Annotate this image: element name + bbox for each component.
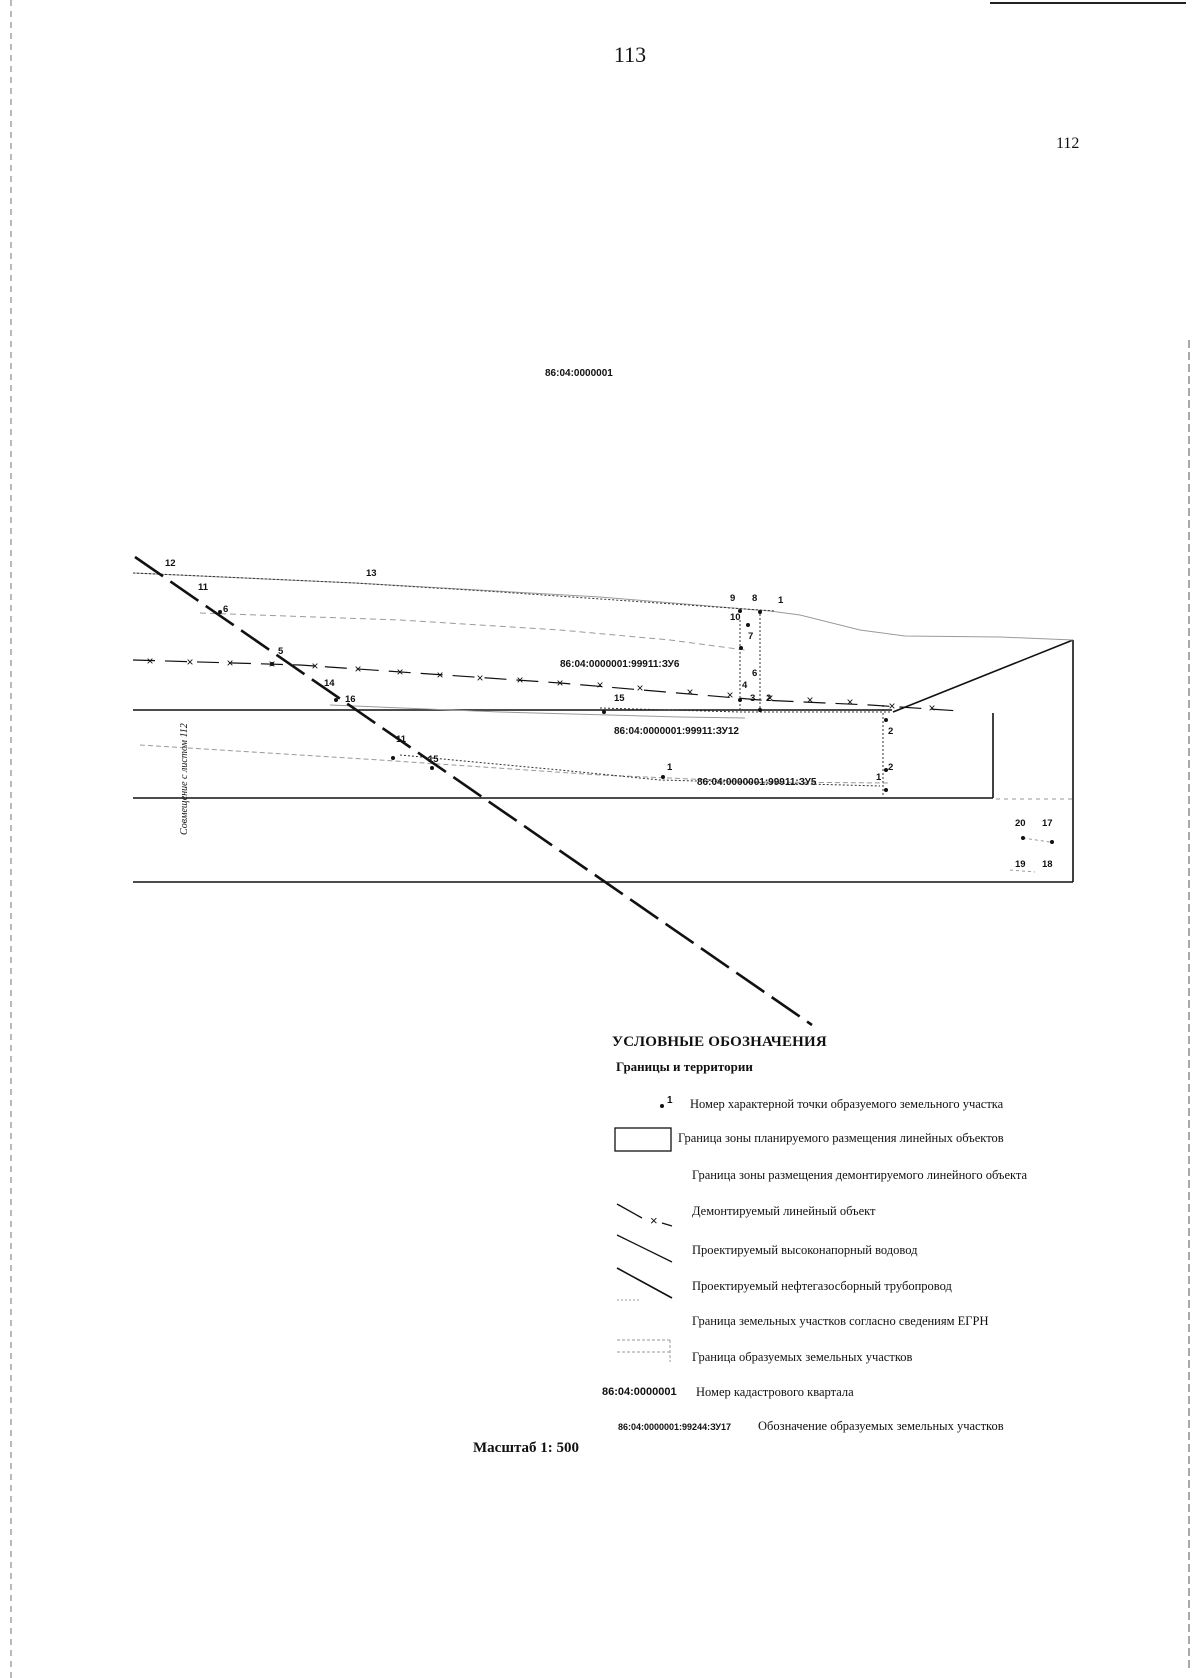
point-label: 3 [750, 693, 755, 704]
legend-item-planned-zone: Граница зоны планируемого размещения лин… [678, 1131, 1004, 1145]
svg-text:×: × [226, 656, 233, 670]
svg-text:×: × [146, 654, 153, 668]
point-label: 20 [1015, 818, 1026, 829]
legend-item-formed-boundary: Граница образуемых земельных участков [692, 1350, 913, 1364]
point-label: 6 [752, 668, 757, 679]
cadastral-quarter-label: 86:04:0000001 [545, 368, 613, 379]
egrn-parcel-boundaries [132, 572, 1074, 873]
point-label: 1 [876, 772, 882, 783]
legend-point-sample: 1 [667, 1095, 673, 1106]
point-label: 15 [428, 754, 439, 765]
parcel-label-zu5: 86:04:0000001:99911:ЗУ5 [697, 777, 817, 788]
svg-text:×: × [516, 673, 523, 687]
sheet-reference: 112 [1056, 135, 1080, 152]
point-label: 2 [888, 726, 893, 737]
svg-text:×: × [596, 678, 603, 692]
svg-text:×: × [476, 671, 483, 685]
point-label: 19 [1015, 859, 1026, 870]
legend-item-dismantled-object: Демонтируемый линейный объект [692, 1204, 876, 1218]
legend-item-egrn-boundary: Граница земельных участков согласно свед… [692, 1314, 989, 1328]
point-number-labels: 12 11 6 13 5 14 16 11 15 9 8 1 10 7 6 4 … [165, 558, 1053, 870]
legend-subtitle: Границы и территории [616, 1059, 753, 1074]
dismantled-linear-object: ××× ××× ××× ××× ××× ××× ×× [132, 654, 961, 715]
point-label: 6 [223, 604, 228, 615]
map-scale: Масштаб 1: 500 [473, 1440, 580, 1456]
point-label: 1 [667, 762, 673, 773]
parcel-label-zu6: 86:04:0000001:99911:ЗУ6 [560, 659, 680, 670]
legend-item-parcel-designation: Обозначение образуемых земельных участко… [758, 1419, 1004, 1433]
svg-text:×: × [686, 685, 693, 699]
point-label: 18 [1042, 859, 1053, 870]
svg-text:×: × [636, 681, 643, 695]
point-label: 8 [752, 593, 757, 604]
planned-zone-boundary [133, 639, 1074, 883]
point-label: 11 [198, 582, 209, 593]
point-label: 14 [324, 678, 335, 689]
point-label: 10 [730, 612, 741, 623]
planned-oil-gas-pipeline [134, 555, 813, 1027]
point-label: 11 [396, 734, 407, 745]
point-label: 4 [742, 680, 748, 691]
legend-parcel-code: 86:04:0000001:99244:ЗУ17 [618, 1422, 731, 1432]
point-label: 12 [165, 558, 176, 569]
svg-text:×: × [806, 693, 813, 707]
scan-edge-right [1188, 340, 1190, 1670]
point-label: 9 [730, 593, 735, 604]
svg-text:×: × [650, 1213, 658, 1228]
top-rule [990, 2, 1186, 4]
parcel-label-zu12: 86:04:0000001:99911:ЗУ12 [614, 726, 739, 737]
point-label: 1 [778, 595, 784, 606]
point-markers [218, 609, 1054, 844]
point-label: 17 [1042, 818, 1053, 829]
cadastral-map: ××× ××× ××× ××× ××× ××× ×× 12 11 6 13 5 … [132, 368, 1074, 1362]
svg-text:×: × [186, 655, 193, 669]
svg-text:×: × [436, 668, 443, 682]
svg-text:×: × [396, 665, 403, 679]
legend-item-characteristic-point: Номер характерной точки образуемого земе… [690, 1097, 1004, 1111]
svg-text:×: × [354, 662, 361, 676]
point-label: 2 [766, 693, 771, 704]
legend-item-quarter-number: Номер кадастрового квартала [696, 1385, 854, 1399]
point-label: 13 [366, 568, 377, 579]
point-label: 15 [614, 693, 625, 704]
svg-text:×: × [726, 688, 733, 702]
svg-text:×: × [766, 691, 773, 705]
svg-text:×: × [311, 659, 318, 673]
page-number: 113 [613, 42, 647, 67]
sheet-match-note: Совмещение с листом 112 [179, 723, 190, 835]
scan-edge-left [10, 0, 12, 1678]
legend-item-dismantled-zone: Граница зоны размещения демонтируемого л… [692, 1168, 1028, 1182]
svg-text:×: × [846, 695, 853, 709]
point-label: 2 [888, 762, 893, 773]
formed-parcel-boundaries [132, 572, 892, 795]
legend-quarter-code: 86:04:0000001 [602, 1386, 677, 1398]
legend-item-water-conduit: Проектируемый высоконапорный водовод [692, 1243, 918, 1257]
legend-item-pipeline: Проектируемый нефтегазосборный трубопров… [692, 1279, 952, 1293]
svg-text:×: × [928, 701, 935, 715]
point-label: 16 [345, 694, 356, 705]
svg-text:×: × [556, 676, 563, 690]
point-label: 5 [278, 646, 284, 657]
legend-symbols: 1 × [614, 1095, 673, 1362]
svg-text:×: × [888, 699, 895, 713]
legend-title: УСЛОВНЫЕ ОБОЗНАЧЕНИЯ [612, 1034, 827, 1050]
point-label: 7 [748, 631, 753, 642]
